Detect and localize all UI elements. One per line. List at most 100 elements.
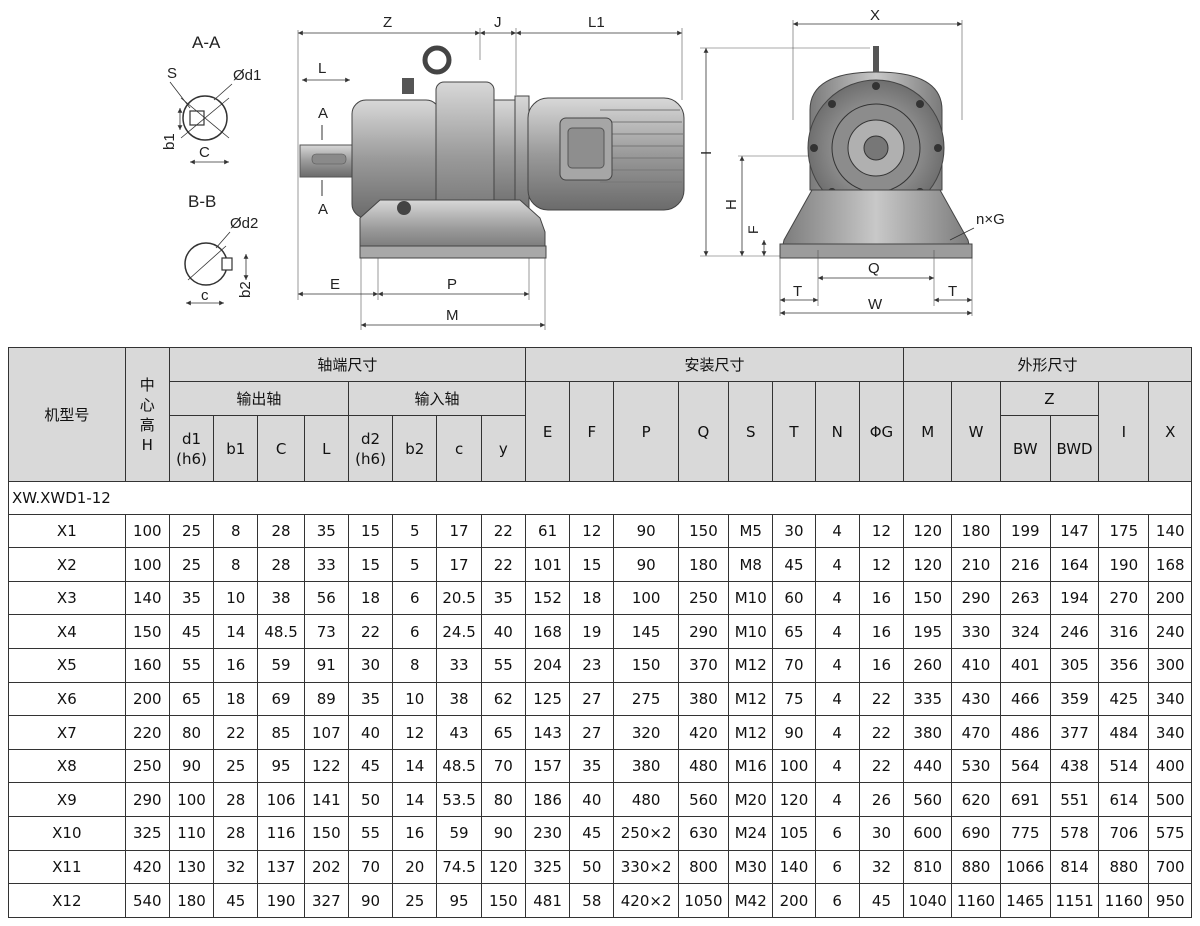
table-cell: 85 bbox=[257, 715, 305, 750]
table-cell: 23 bbox=[569, 648, 615, 683]
dim-t-left: T bbox=[793, 283, 802, 300]
table-cell: 290 bbox=[124, 782, 170, 818]
table-cell: M30 bbox=[728, 849, 774, 885]
table-cell: 690 bbox=[951, 816, 1001, 851]
dim-t-right: T bbox=[948, 283, 957, 300]
header-y: y bbox=[480, 415, 526, 482]
table-cell: M12 bbox=[728, 648, 774, 683]
table-cell: 430 bbox=[951, 681, 1001, 717]
header-b2: b2 bbox=[392, 415, 438, 482]
lifting-eye bbox=[422, 45, 452, 75]
series-label: XW.XWD1-12 bbox=[8, 481, 1192, 515]
table-cell: 164 bbox=[1049, 547, 1100, 582]
table-cell: 484 bbox=[1098, 715, 1150, 750]
table-cell: 33 bbox=[436, 648, 482, 683]
header-m: M bbox=[903, 381, 953, 482]
table-cell: M12 bbox=[728, 681, 774, 717]
dim-p: P bbox=[447, 276, 457, 293]
table-cell: 55 bbox=[168, 648, 215, 683]
table-cell: 22 bbox=[858, 748, 905, 784]
table-cell: 1465 bbox=[999, 883, 1051, 918]
table-cell: 1160 bbox=[951, 883, 1001, 918]
label-b2: b2 bbox=[237, 281, 254, 298]
table-cell: 4 bbox=[814, 681, 860, 717]
table-cell: 60 bbox=[772, 580, 816, 616]
table-cell: 6 bbox=[814, 816, 860, 851]
table-cell: 810 bbox=[903, 849, 953, 885]
table-cell: 200 bbox=[124, 681, 170, 717]
dim-x: X bbox=[870, 7, 880, 24]
table-cell: 175 bbox=[1098, 513, 1150, 549]
dim-e: E bbox=[330, 276, 340, 293]
header-d1: d1 (h6) bbox=[168, 415, 215, 482]
table-cell: 28 bbox=[257, 513, 305, 549]
table-cell: 6 bbox=[814, 883, 860, 918]
table-cell: 16 bbox=[858, 648, 905, 683]
table-cell: 370 bbox=[677, 648, 730, 683]
table-cell: 316 bbox=[1098, 614, 1150, 650]
table-cell: 147 bbox=[1049, 513, 1100, 549]
label-d1: Ød1 bbox=[233, 67, 261, 84]
table-cell: 560 bbox=[677, 782, 730, 818]
table-cell: 35 bbox=[569, 748, 615, 784]
table-cell: 35 bbox=[480, 580, 526, 616]
table-cell: 105 bbox=[772, 816, 816, 851]
table-cell: 199 bbox=[999, 513, 1051, 549]
table-cell: 12 bbox=[569, 513, 615, 549]
table-cell: 340 bbox=[1148, 681, 1192, 717]
table-cell: 100 bbox=[124, 547, 170, 582]
table-cell: 263 bbox=[999, 580, 1051, 616]
table-cell: 6 bbox=[814, 849, 860, 885]
table-cell: 75 bbox=[772, 681, 816, 717]
table-cell: 91 bbox=[303, 648, 349, 683]
table-cell: 18 bbox=[213, 681, 259, 717]
table-cell: 325 bbox=[124, 816, 170, 851]
table-cell: 530 bbox=[951, 748, 1001, 784]
model-cell: X2 bbox=[8, 547, 126, 582]
front-view: X I H F n×G Q bbox=[698, 7, 1005, 316]
dim-h: H bbox=[723, 199, 740, 210]
header-q: Q bbox=[677, 381, 730, 482]
table-cell: 62 bbox=[480, 681, 526, 717]
table-cell: 4 bbox=[814, 715, 860, 750]
model-cell: X10 bbox=[8, 816, 126, 851]
table-cell: 8 bbox=[213, 547, 259, 582]
table-cell: 20 bbox=[392, 849, 438, 885]
table-cell: 4 bbox=[814, 748, 860, 784]
label-d2: Ød2 bbox=[230, 215, 258, 232]
table-cell: 290 bbox=[677, 614, 730, 650]
table-cell: 143 bbox=[524, 715, 571, 750]
table-cell: 55 bbox=[480, 648, 526, 683]
table-cell: 65 bbox=[168, 681, 215, 717]
table-cell: 40 bbox=[569, 782, 615, 818]
table-cell: 18 bbox=[347, 580, 394, 616]
header-c-lower: c bbox=[436, 415, 482, 482]
table-cell: 116 bbox=[257, 816, 305, 851]
header-d2-name: d2 bbox=[361, 429, 381, 448]
table-cell: 30 bbox=[772, 513, 816, 549]
table-cell: 246 bbox=[1049, 614, 1100, 650]
table-cell: 195 bbox=[903, 614, 953, 650]
table-cell: 55 bbox=[347, 816, 394, 851]
table-cell: 327 bbox=[303, 883, 349, 918]
section-aa: A-A S Ød1 b1 C bbox=[161, 33, 261, 165]
table-cell: 125 bbox=[524, 681, 571, 717]
label-s: S bbox=[167, 65, 177, 82]
table-cell: 630 bbox=[677, 816, 730, 851]
side-view: Z J L1 L A A bbox=[297, 14, 685, 330]
table-cell: 28 bbox=[213, 782, 259, 818]
table-cell: 35 bbox=[303, 513, 349, 549]
table-cell: 20.5 bbox=[436, 580, 482, 616]
table-cell: 180 bbox=[951, 513, 1001, 549]
technical-drawing: A-A S Ød1 b1 C B-B Ød2 b2 c Z J L1 bbox=[161, 7, 1005, 330]
header-center-height: 中 心 高 H bbox=[124, 347, 170, 482]
table-cell: 335 bbox=[903, 681, 953, 717]
dim-q: Q bbox=[868, 260, 880, 277]
table-cell: 45 bbox=[347, 748, 394, 784]
table-cell: 14 bbox=[213, 614, 259, 650]
table-cell: 250 bbox=[677, 580, 730, 616]
